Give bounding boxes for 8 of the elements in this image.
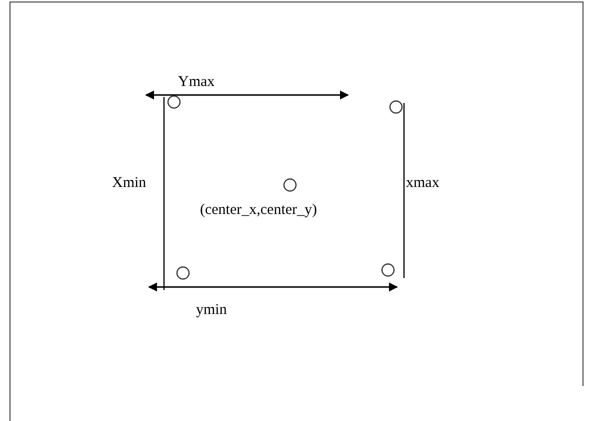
axis-label: Xmin [112,176,146,191]
point-marker [381,263,395,277]
point-marker [283,178,297,192]
axis-label: xmax [406,176,440,191]
point-marker [176,266,190,280]
dimension-label: Ymax [178,75,215,90]
point-marker [389,100,403,114]
point-marker [167,95,181,109]
